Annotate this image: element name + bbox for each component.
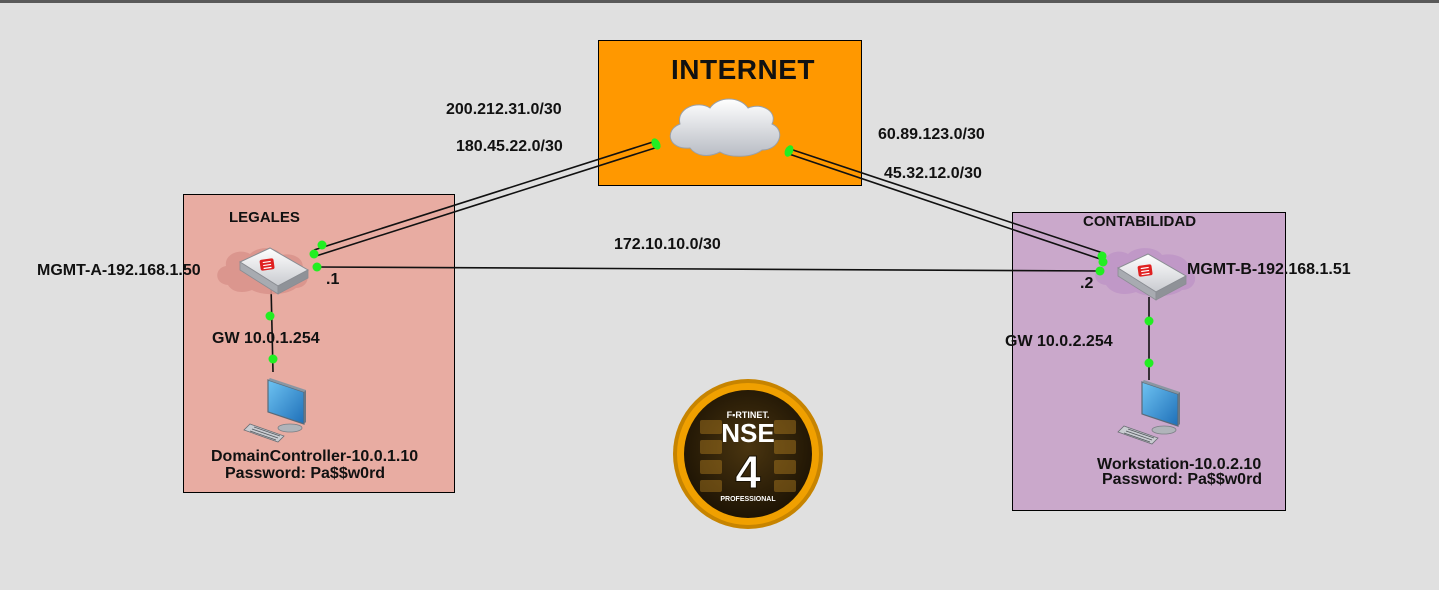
contabilidad-zone-title: CONTABILIDAD — [1083, 213, 1197, 230]
fw-b-mgmt-label: MGMT-B-192.168.1.51 — [1187, 261, 1351, 278]
badge-brand: F▪RTINET. — [727, 410, 770, 420]
link-site-to-site[interactable] — [316, 266, 1101, 272]
host-a-password: Password: Pa$$w0rd — [225, 465, 386, 482]
port-dot — [1144, 358, 1154, 368]
port-dot — [1144, 316, 1154, 326]
port-dot — [784, 145, 794, 157]
link-contabilidad-internet[interactable] — [786, 147, 1104, 261]
firewall-b-icon[interactable] — [1095, 248, 1196, 301]
internet-zone-title: INTERNET — [671, 54, 815, 85]
badge-title: NSE — [721, 418, 774, 448]
host-b-name: Workstation-10.0.2.10 — [1097, 456, 1262, 473]
link-label-45-32-12: 45.32.12.0/30 — [884, 165, 982, 182]
domain-controller-computer-icon[interactable] — [243, 378, 306, 443]
fw-a-addr-label: .1 — [326, 271, 340, 288]
port-dot — [651, 138, 661, 150]
badge-level: 4 — [735, 446, 761, 498]
internet-cloud-icon[interactable] — [669, 98, 781, 157]
link-legales-internet[interactable] — [313, 140, 659, 257]
badge-tier: PROFESSIONAL — [720, 496, 776, 503]
port-dot — [312, 262, 322, 272]
port-dot — [309, 249, 319, 259]
nse4-professional-badge: F▪RTINET. NSE 4 PROFESSIONAL — [673, 379, 823, 529]
host-b-password: Password: Pa$$w0rd — [1102, 471, 1263, 488]
legales-zone-title: LEGALES — [229, 209, 300, 226]
link-label-180-45-22: 180.45.22.0/30 — [456, 138, 563, 155]
port-dot — [1098, 257, 1108, 267]
fw-a-gw-label: GW 10.0.1.254 — [212, 330, 320, 347]
top-border — [0, 0, 1439, 3]
link-label-200-212-31: 200.212.31.0/30 — [446, 101, 562, 118]
workstation-computer-icon[interactable] — [1117, 380, 1180, 445]
port-indicators — [265, 138, 1154, 368]
port-dot — [1095, 266, 1105, 276]
host-a-name: DomainController-10.0.1.10 — [211, 448, 419, 465]
fw-b-gw-label: GW 10.0.2.254 — [1005, 333, 1113, 350]
fw-a-mgmt-label: MGMT-A-192.168.1.50 — [37, 262, 201, 279]
link-label-60-89-123: 60.89.123.0/30 — [878, 126, 985, 143]
fw-b-addr-label: .2 — [1080, 275, 1094, 292]
port-dot — [317, 240, 327, 250]
link-label-172-10-10: 172.10.10.0/30 — [614, 236, 721, 253]
port-dot — [265, 311, 275, 321]
port-dot — [268, 354, 278, 364]
firewall-a-icon[interactable] — [217, 247, 310, 295]
